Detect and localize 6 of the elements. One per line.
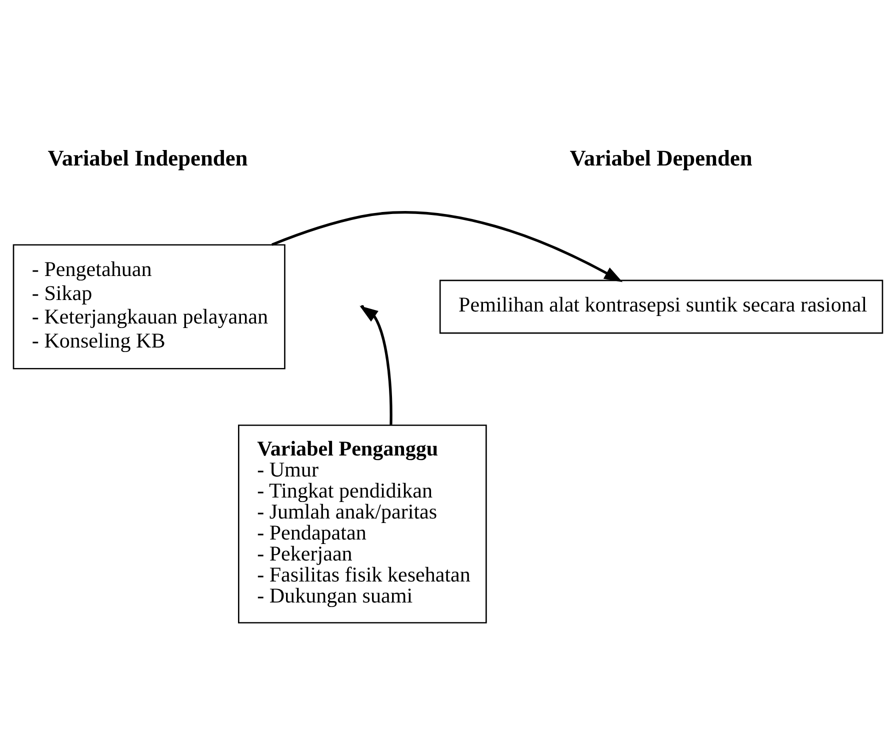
- label: Variabel Dependen: [570, 144, 752, 170]
- arrow: [272, 210, 623, 282]
- node-box: Variabel Penganggu - Umur - Tingkat pendidikan - Jumlah anak/paritas - Pendapatan - Pekerjaan - Fasilitas fisik kesehatan - Dukungan suami: [238, 424, 487, 623]
- label: Variabel Independen: [48, 144, 248, 170]
- node-box: - Pengetahuan - Sikap - Keterjangkauan pelayanan - Konseling KB: [12, 244, 286, 369]
- node-box: Pemilihan alat kontrasepsi suntik secara rasional: [439, 279, 884, 334]
